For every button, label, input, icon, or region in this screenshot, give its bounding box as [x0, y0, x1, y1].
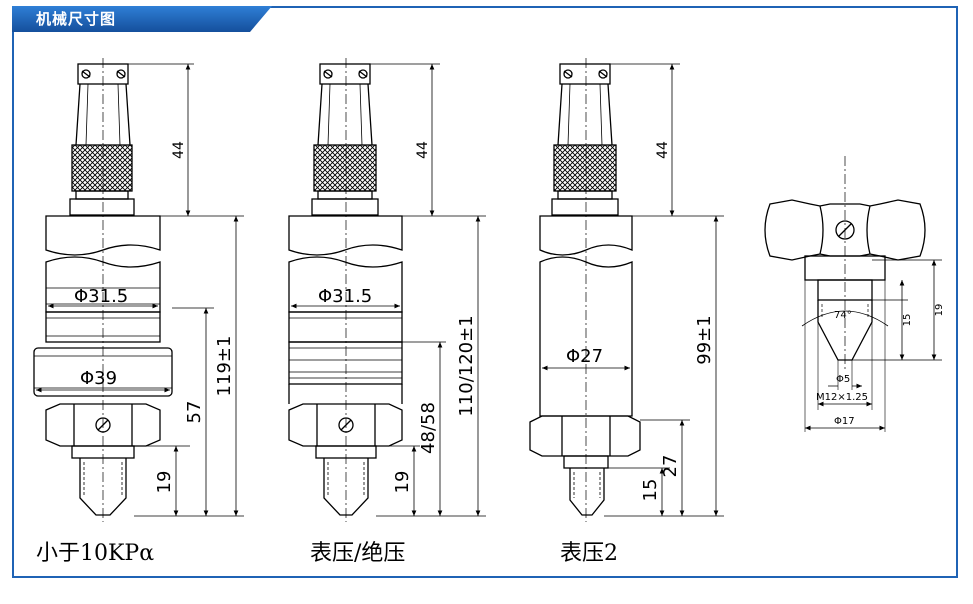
view-3-labels: 44 Φ27 99±1 27 15	[566, 141, 715, 501]
view-2-mid-dim: 48/58	[418, 402, 439, 454]
view-3-bottom-dim: 15	[640, 479, 661, 502]
view-2-labels: 44 Φ31.5 110/120±1 48/58 19	[318, 141, 477, 493]
view-2-drawing	[288, 58, 486, 522]
detail-angle: 74°	[834, 310, 852, 321]
view-3-caption: 表压2	[560, 541, 618, 566]
fitting-detail-labels: 74° 15 19 Φ5 M12×1.25 Φ17	[816, 304, 945, 427]
view-3-total-dim: 99±1	[694, 315, 715, 364]
view-3-drawing	[529, 58, 724, 522]
header-title: 机械尺寸图	[36, 10, 117, 28]
view-2-bottom-dim: 19	[392, 471, 413, 494]
view-1-dia-1: Φ31.5	[74, 286, 128, 307]
header-tab	[12, 6, 272, 32]
view-3-top-dim: 44	[655, 141, 671, 159]
view-1-mid-dim: 57	[184, 401, 205, 424]
view-2-total-dim: 110/120±1	[456, 315, 477, 416]
view-3-mid-dim: 27	[660, 455, 681, 478]
detail-bore: Φ5	[836, 374, 850, 385]
view-1-drawing	[33, 58, 244, 522]
diagram-frame	[12, 6, 958, 578]
view-3-dia-1: Φ27	[566, 346, 603, 367]
view-2-caption: 表压/绝压	[310, 541, 406, 566]
view-2-top-dim: 44	[415, 141, 431, 159]
view-1-caption: 小于10KPα	[36, 541, 155, 566]
detail-flat: Φ17	[834, 416, 855, 427]
view-2-dia-1: Φ31.5	[318, 286, 372, 307]
view-1-bottom-dim: 19	[154, 471, 175, 494]
view-1-top-dim: 44	[171, 141, 187, 159]
view-1-dia-2: Φ39	[80, 368, 117, 389]
fitting-detail-drawing	[764, 156, 942, 432]
view-1-total-dim: 119±1	[214, 336, 235, 397]
detail-h-large: 19	[934, 304, 945, 317]
detail-thread: M12×1.25	[816, 392, 868, 403]
view-1-labels: 44 Φ31.5 Φ39 119±1 57 19	[74, 141, 235, 493]
detail-h-small: 15	[902, 314, 913, 327]
